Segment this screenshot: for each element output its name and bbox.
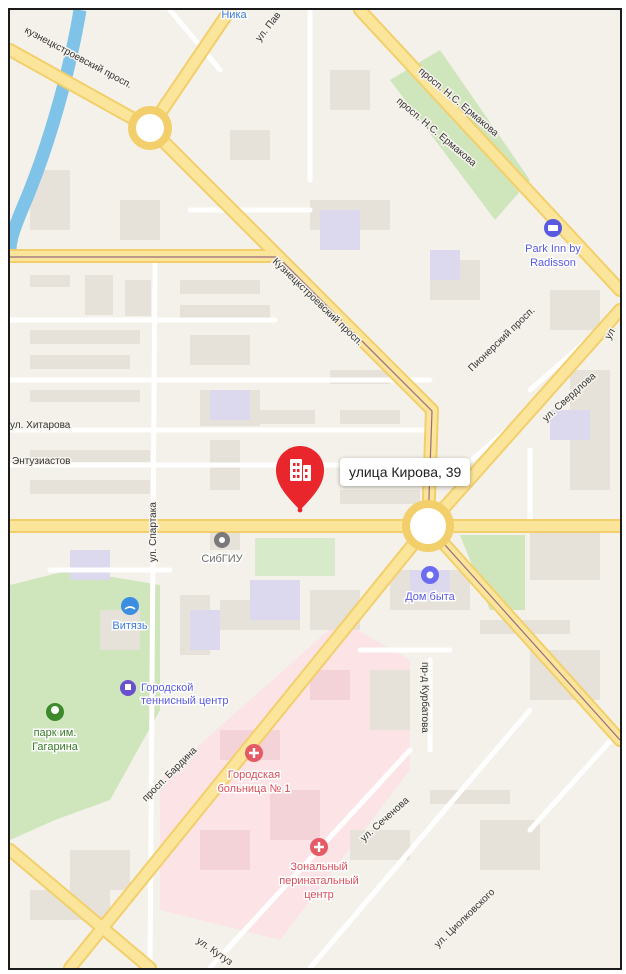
poi-park-label-2: Гагарина: [32, 741, 79, 753]
selected-location-marker[interactable]: [276, 446, 324, 513]
ermakova-boulevard-park: [390, 50, 530, 220]
poi-dom-byta-label: Дом быта: [405, 591, 455, 603]
square-park: [460, 535, 525, 610]
poi-dom-byta[interactable]: Дом быта: [404, 566, 457, 605]
pin-point: [297, 507, 303, 513]
poi-perinatal-center[interactable]: Зональный перинатальный центр: [278, 838, 360, 903]
sibgiu-green: [255, 538, 335, 576]
poi-sibgiu[interactable]: СибГИУ: [200, 532, 245, 567]
poi-hospital[interactable]: Городская больница № 1: [216, 744, 292, 797]
roundabout-north: [128, 106, 172, 150]
river: [10, 10, 87, 251]
roundabout-kirova: [402, 500, 454, 552]
poi-hospital-label-2: больница № 1: [218, 783, 291, 795]
poi-park-label-1: парк им.: [34, 727, 77, 739]
poi-hospital-label-1: Городская: [228, 769, 280, 781]
street-entuziastov: Энтузиастов: [12, 456, 70, 467]
poi-perinatal-label-1: Зональный: [290, 861, 347, 873]
poi-tennis-label-1: Городской: [141, 682, 193, 694]
swimming-icon: [121, 597, 139, 615]
street-spartaka: ул. Спартака: [148, 502, 159, 562]
institutional-buildings: [70, 210, 590, 650]
selected-address-label[interactable]: улица Кирова, 39: [340, 458, 471, 486]
poi-perinatal-label-2: перинатальный: [279, 875, 359, 887]
poi-vityaz[interactable]: Витязь: [111, 597, 149, 634]
poi-nika-label[interactable]: Ника: [220, 10, 249, 23]
street-khitarova: ул. Хитарова: [10, 420, 71, 431]
street-kurbatova: пр-д Курбатова: [419, 662, 431, 733]
tram-line: [10, 256, 620, 741]
poi-vityaz-label: Витязь: [112, 620, 148, 632]
poi-tennis-label-2: теннисный центр: [141, 695, 229, 707]
map-view[interactable]: кузнецкстроевский просп. ул. Пав просп. …: [8, 8, 622, 970]
poi-park-inn[interactable]: Park Inn by Radisson: [524, 219, 583, 271]
poi-park-inn-label-1: Park Inn by: [525, 243, 581, 255]
poi-perinatal-label-3: центр: [304, 889, 334, 901]
poi-park-gagarina[interactable]: парк им. Гагарина: [31, 703, 80, 755]
poi-sibgiu-label: СибГИУ: [201, 553, 243, 565]
poi-park-inn-label-2: Radisson: [530, 257, 576, 269]
map-canvas[interactable]: кузнецкстроевский просп. ул. Пав просп. …: [10, 10, 620, 968]
poi-tennis-center[interactable]: Городской теннисный центр: [120, 680, 230, 709]
